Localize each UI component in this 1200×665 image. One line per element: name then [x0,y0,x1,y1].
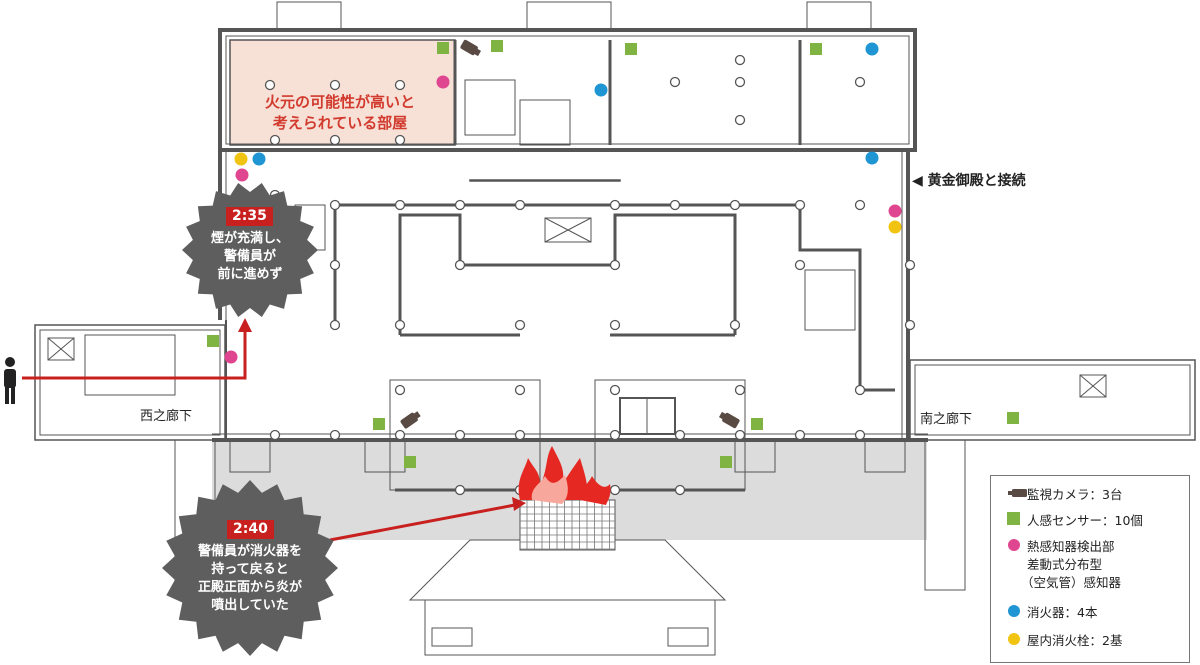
camera-icon [718,411,740,429]
motion-sensor-marker [373,418,385,430]
legend: 監視カメラ：3台 人感センサー：10個 熱感知器検出部 差動式分布型 （空気管）… [990,475,1190,663]
west-corridor-label: 西之廊下 [140,409,193,424]
motion-sensor-marker [625,43,637,55]
heat-detector-marker [436,75,450,89]
dot-icon [1008,539,1020,551]
outer-walls [212,28,928,442]
south-corridor-label: 南之廊下 [920,412,973,427]
event-line: 正殿正面から炎が [197,580,302,595]
annex-connection-note: ◀ 黄金御殿と接続 [912,173,1026,189]
legend-camera-label: 監視カメラ：3台 [1027,487,1123,502]
route-arrowhead-north [238,318,252,332]
heat-detector-marker [224,350,238,364]
camera-icon [460,39,482,57]
dot-icon [1008,605,1020,617]
legend-motion-sensor-label: 人感センサー：10個 [1027,513,1143,528]
motion-sensor-marker [810,43,822,55]
motion-sensor-marker [404,456,416,468]
route-arrows [22,330,516,542]
legend-extinguisher-label: 消火器：4本 [1027,605,1098,620]
extinguisher-marker [865,42,879,56]
fire-grid [519,499,616,551]
extinguisher-marker [594,83,608,97]
camera-icon [400,411,421,429]
extinguisher-marker [865,151,879,165]
origin-room-label: 火元の可能性が高いと 考えられている部屋 [245,92,435,134]
hydrant-marker [234,152,248,166]
legend-heat-detector-label: （空気管）感知器 [1021,575,1122,590]
dot-icon [1008,633,1020,645]
origin-room-label-line: 考えられている部屋 [272,114,408,132]
event-line: 前に進めず [217,267,283,282]
camera-icon [1008,489,1027,497]
event-line: 持って戻ると [211,562,289,577]
heat-detector-marker [235,168,249,182]
motion-sensor-marker [751,418,763,430]
extinguisher-marker [252,152,266,166]
hydrant-marker [888,220,902,234]
heat-detector-marker [888,204,902,218]
event-line: 警備員が消火器を [197,544,302,559]
person-icon [4,357,16,404]
origin-room [229,39,456,146]
motion-sensor-marker [437,42,449,54]
event-burst [162,480,338,656]
fire-icon [518,446,611,505]
motion-sensor-marker [1007,412,1019,424]
legend-heat-detector-label: 差動式分布型 [1027,557,1103,572]
event-line: 噴出していた [211,598,289,613]
stairs [276,1,872,435]
legend-hydrant-label: 屋内消火栓：2基 [1027,633,1123,648]
square-icon [1007,512,1020,525]
route-arrowhead-fire [512,497,526,511]
motion-sensor-marker [491,40,503,52]
event-time: 2:35 [226,207,273,226]
event-line: 警備員が [223,249,276,264]
event-line: 煙が充満し、 [210,231,289,246]
legend-heat-detector-label: 熱感知器検出部 [1027,539,1115,554]
event-burst [182,183,318,317]
west-corridor [34,324,226,441]
motion-sensor-marker [720,456,732,468]
south-corridor [909,359,1196,441]
motion-sensor-marker [207,335,219,347]
event-time: 2:40 [227,520,274,539]
origin-room-label-line: 火元の可能性が高いと [264,93,415,111]
